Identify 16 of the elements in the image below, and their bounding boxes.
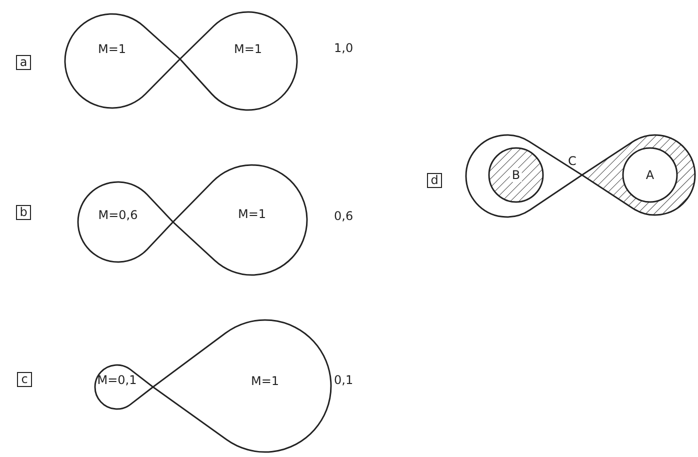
region-label: B bbox=[510, 168, 522, 182]
ratio-value: 0,1 bbox=[334, 374, 354, 386]
ratio-value: 0,6 bbox=[334, 210, 354, 222]
crossing-point-label: C bbox=[568, 155, 576, 167]
mass-label: M=0,6 bbox=[98, 209, 138, 221]
panel-letter: a bbox=[16, 55, 31, 70]
mass-label: M=1 bbox=[250, 375, 280, 387]
region-label: A bbox=[644, 168, 656, 182]
mass-label: M=1 bbox=[98, 43, 126, 55]
panel-letter: c bbox=[17, 372, 32, 387]
panel-letter: d bbox=[427, 173, 442, 188]
mass-label: M=0,1 bbox=[97, 374, 137, 386]
mass-label: M=1 bbox=[234, 43, 262, 55]
mass-label: M=1 bbox=[238, 208, 266, 220]
panel-letter: b bbox=[16, 205, 31, 220]
ratio-value: 1,0 bbox=[334, 42, 354, 54]
